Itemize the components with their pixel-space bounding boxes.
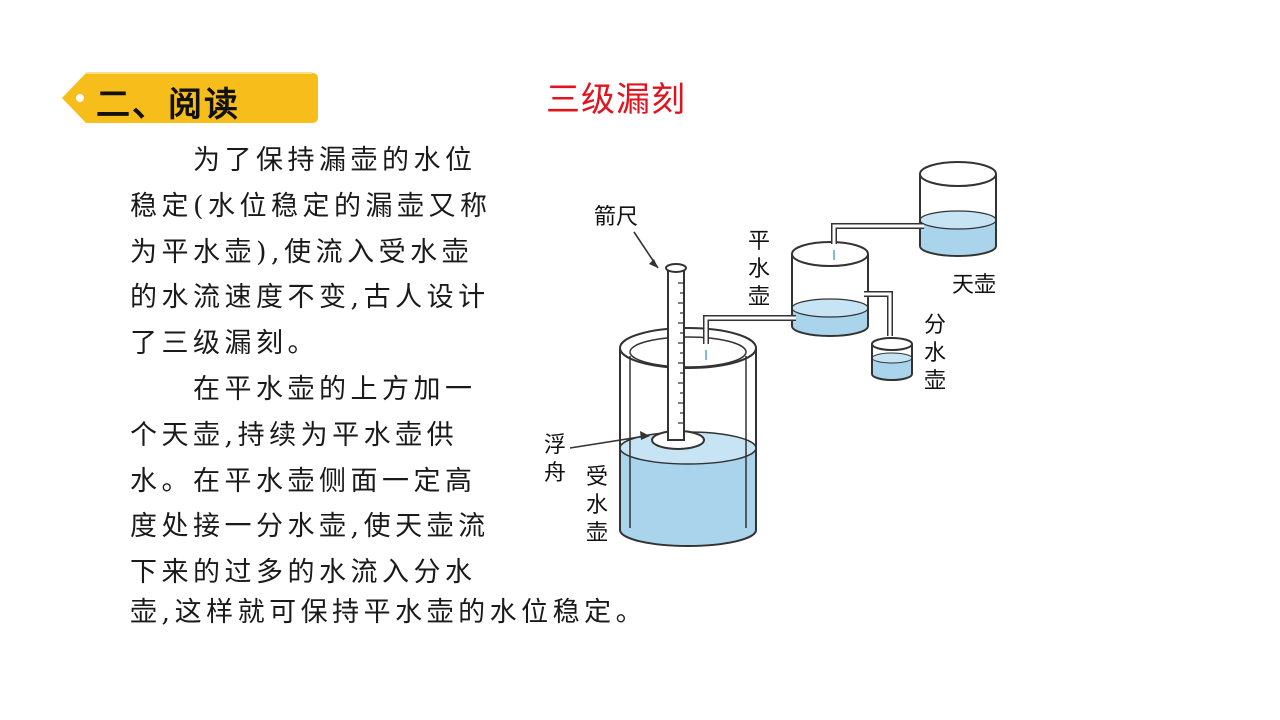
section-title: 二、阅读	[96, 85, 240, 125]
split-pot	[871, 337, 913, 381]
paragraph-line: 水。在平水壶侧面一定高	[130, 465, 477, 497]
sky-pot	[919, 161, 997, 257]
label-split-pot: 分水壶	[923, 313, 946, 394]
water-clock-diagram: 箭尺 平水壶 天壶 分水壶 浮舟 受水壶	[528, 118, 1020, 658]
arrow-ruler	[665, 263, 687, 441]
paragraph-line: 下来的过多的水流入分水	[130, 557, 477, 589]
label-sky-pot: 天壶	[952, 273, 997, 298]
paragraph-line: 个天壶,持续为平水壶供	[130, 419, 459, 451]
section-badge: 二、阅读	[60, 71, 320, 125]
label-arrow-ruler: 箭尺	[594, 205, 639, 230]
level-pot	[791, 241, 869, 337]
paragraph-line: 的水流速度不变,古人设计	[130, 282, 490, 314]
paragraph-line: 稳定(水位稳定的漏壶又称	[130, 190, 492, 222]
paragraph-line: 度处接一分水壶,使天壶流	[130, 511, 490, 543]
paragraph-last-line: 壶,这样就可保持平水壶的水位稳定。	[130, 597, 648, 628]
reading-paragraph: 为了保持漏壶的水位 稳定(水位稳定的漏壶又称 为平水壶),使流入受水壶 的水流速…	[130, 138, 510, 596]
label-float: 浮舟	[543, 433, 566, 486]
label-receiving-pot: 受水壶	[585, 465, 608, 546]
label-level-pot: 平水壶	[747, 229, 770, 310]
paragraph-line: 为了保持漏壶的水位	[130, 145, 477, 176]
paragraph-line: 在平水壶的上方加一	[130, 373, 477, 405]
paragraph-line: 了三级漏刻。	[130, 328, 319, 360]
diagram-drawing	[569, 161, 997, 547]
page-title: 三级漏刻	[546, 80, 686, 120]
badge-shape	[62, 72, 318, 123]
paragraph-line: 为平水壶),使流入受水壶	[130, 236, 474, 268]
